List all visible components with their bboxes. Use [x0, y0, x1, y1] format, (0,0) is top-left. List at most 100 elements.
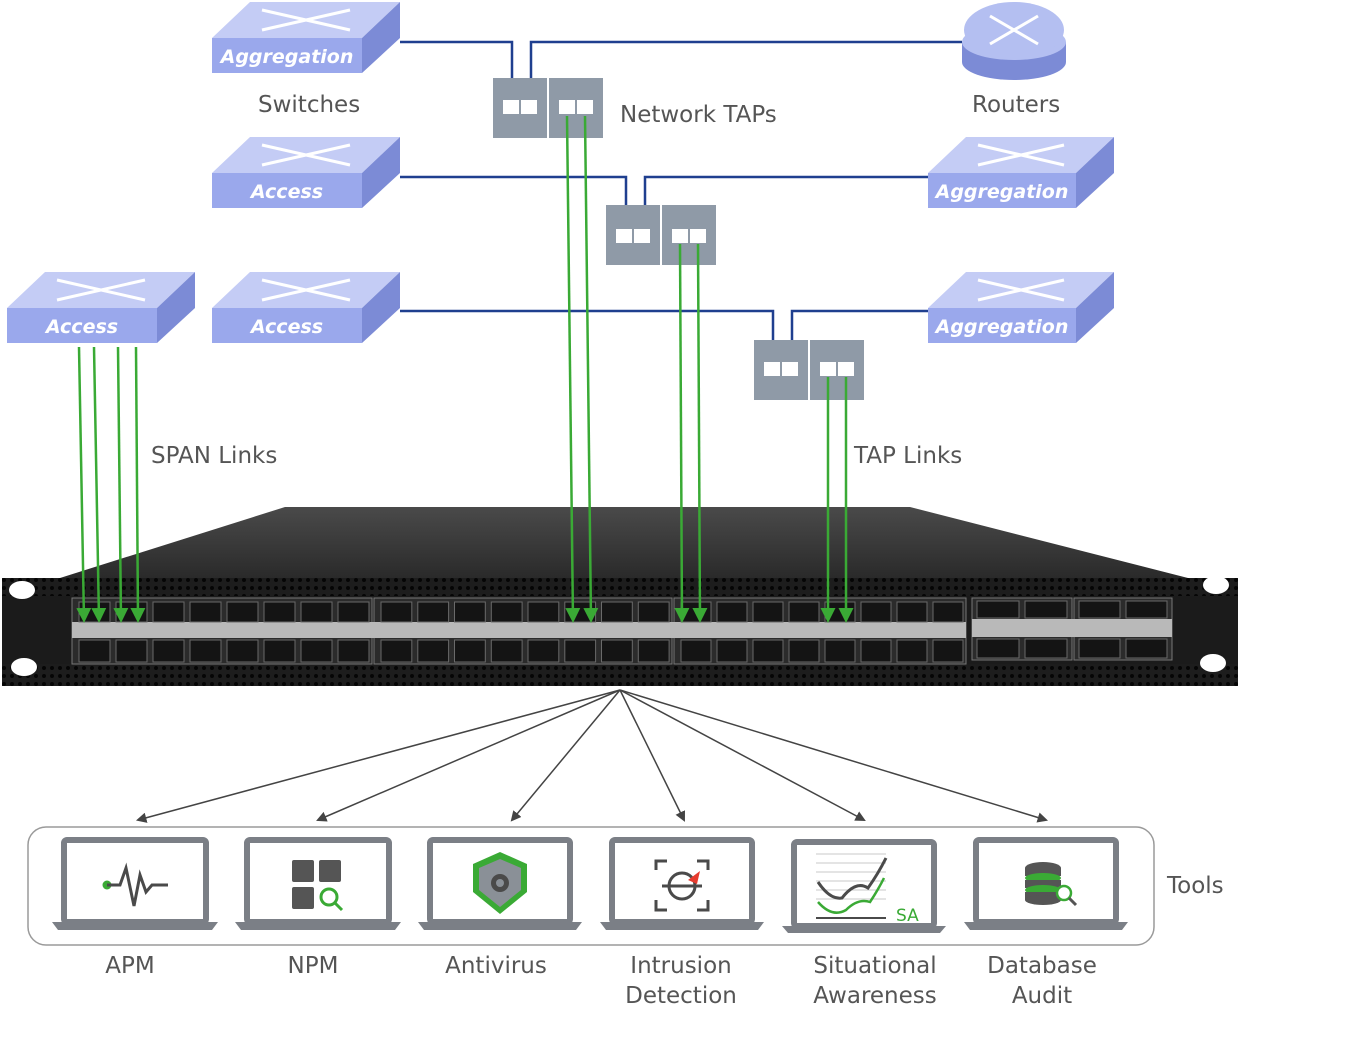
sfp-port [680, 639, 712, 663]
sfp-port [564, 639, 597, 663]
qsfp-port [1125, 638, 1168, 659]
sfp-port [896, 639, 928, 663]
sfp-port [454, 639, 486, 663]
sfp-port [263, 639, 296, 663]
switch-access-mid-left: Access [212, 137, 400, 208]
tap-links-label: TAP Links [854, 443, 963, 469]
span-and-tap-links [76, 115, 854, 623]
tool-label-line1: Situational [813, 953, 937, 979]
sfp-port [152, 639, 185, 663]
tool-label-line2: Detection [625, 983, 737, 1009]
shield-virus-icon [473, 852, 527, 914]
switch-label: Access [249, 181, 323, 203]
sfp-port [115, 639, 148, 663]
tool-label-line2: Awareness [813, 983, 937, 1009]
tool-label-npm: NPM [223, 951, 403, 981]
tools-label: Tools [1167, 873, 1224, 899]
arrow-to-database [619, 689, 1049, 823]
sfp-port [337, 639, 370, 663]
sfp-port [78, 639, 111, 663]
sfp-port [337, 601, 370, 623]
switch-access-low-left-inner: Access [212, 272, 400, 343]
sfp-port [300, 601, 333, 623]
tool-label-line1: Antivirus [445, 953, 547, 979]
network-tap-2 [606, 205, 716, 265]
sfp-port [601, 639, 633, 663]
laptop-npm [235, 837, 401, 930]
tool-label-line1: NPM [287, 953, 339, 979]
tap-link-1a [565, 115, 581, 623]
span-link-1 [76, 346, 92, 623]
sfp-port [860, 601, 892, 623]
sfp-port [932, 639, 964, 663]
tap-link-2b [692, 243, 708, 623]
switch-label: Access [44, 316, 118, 338]
grid-search-icon [292, 860, 344, 912]
network-tap-1 [493, 78, 603, 138]
sfp-port [189, 639, 222, 663]
span-link-2 [91, 346, 107, 623]
router-icon [962, 2, 1066, 80]
sfp-port [527, 601, 560, 623]
tool-label-database: Database Audit [952, 951, 1132, 1011]
network-tap-3 [754, 340, 864, 400]
sfp-port [454, 601, 486, 623]
span-link-4 [130, 346, 146, 623]
sfp-port [300, 639, 333, 663]
sa-badge: SA [896, 906, 919, 926]
span-links-label: SPAN Links [151, 443, 278, 469]
tap-link-2a [674, 243, 690, 623]
sfp-port [417, 639, 450, 663]
qsfp-port [976, 638, 1020, 659]
sfp-port [263, 601, 296, 623]
sfp-port [752, 639, 784, 663]
sfp-port [860, 639, 892, 663]
sfp-port [716, 601, 748, 623]
switch-label: Access [249, 316, 323, 338]
laptop-apm [52, 837, 218, 930]
sfp-port [752, 601, 784, 623]
switch-label: Aggregation [934, 181, 1069, 203]
sfp-port [380, 639, 413, 663]
routers-label: Routers [972, 92, 1061, 118]
switch-aggregation-low-right: Aggregation [928, 272, 1114, 343]
arrow-to-situational [619, 689, 866, 821]
tool-label-situational: Situational Awareness [785, 951, 965, 1011]
qsfp-port [976, 600, 1020, 619]
line-access-to-tap2 [400, 175, 628, 236]
arrow-to-intrusion [619, 689, 686, 822]
qsfp-port [1078, 638, 1121, 659]
switch-aggregation-top-left: Aggregation [212, 2, 400, 73]
arrow-to-npm [316, 689, 621, 822]
sfp-port [490, 639, 523, 663]
sfp-port [637, 601, 670, 623]
laptop-intrusion [600, 837, 764, 930]
sfp-port [527, 639, 560, 663]
arrow-to-apm [135, 689, 621, 823]
sfp-port [601, 601, 633, 623]
sfp-port [152, 601, 185, 623]
tap-link-1b [583, 115, 599, 623]
tool-label-line1: Intrusion [630, 953, 732, 979]
span-link-3 [113, 346, 129, 623]
sfp-port [716, 639, 748, 663]
tool-label-line2: Audit [1011, 983, 1073, 1009]
tool-feed-arrows [135, 689, 1049, 823]
target-scan-icon [654, 859, 710, 912]
laptop-database [964, 837, 1128, 930]
qsfp-port [1078, 600, 1121, 619]
arrow-to-antivirus [510, 689, 621, 822]
sfp-port [637, 639, 670, 663]
tool-label-apm: APM [40, 951, 220, 981]
heartbeat-icon [102, 862, 168, 907]
qsfp-port [1024, 638, 1068, 659]
qsfp-port [1125, 600, 1168, 619]
laptop-antivirus [418, 837, 582, 930]
sfp-port [226, 639, 259, 663]
tool-label-intrusion: Intrusion Detection [591, 951, 771, 1011]
sfp-port [417, 601, 450, 623]
qsfp-port [1024, 600, 1068, 619]
sfp-port [932, 601, 964, 623]
tools-container [27, 826, 1155, 946]
sfp-port [788, 601, 820, 623]
